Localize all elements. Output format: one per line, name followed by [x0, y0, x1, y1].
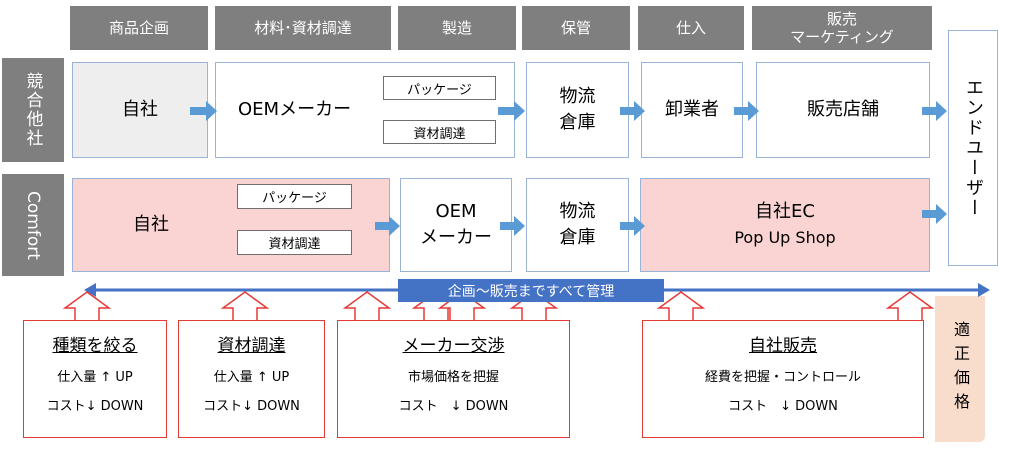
row-label-comfort: Comfort [2, 174, 64, 276]
fair-price-label: 適正価格 [951, 321, 970, 417]
comfort-oem-maker: OEM メーカー [400, 178, 512, 272]
benefit-line2: コスト ↓ DOWN [728, 399, 838, 414]
header-purchasing: 仕入 [638, 6, 744, 50]
benefit-line1: 仕入量 ↑ UP [57, 370, 133, 385]
competitor-oem-label: OEMメーカー [238, 99, 352, 120]
comfort-warehouse: 物流 倉庫 [526, 178, 629, 272]
benefit-line1: 市場価格を把握 [407, 370, 499, 385]
competitor-package: パッケージ [383, 76, 496, 100]
row-label-comfort-text: Comfort [23, 190, 43, 260]
benefit-box-materials: 資材調達 仕入量 ↑ UP コスト↓ DOWN [178, 320, 325, 438]
fair-price: 適正価格 [935, 296, 985, 442]
header-storage: 保管 [522, 6, 630, 50]
flow-arrows [190, 101, 947, 236]
benefit-title: メーカー交渉 [402, 336, 505, 356]
header-sales-marketing: 販売 マーケティング [752, 6, 932, 50]
header-manufacturing: 製造 [398, 6, 516, 50]
end-user-label: エンドユーザー [963, 78, 984, 218]
benefit-line2: コスト↓ DOWN [46, 399, 144, 414]
row-label-competitor: 競合他社 [2, 58, 64, 162]
benefit-box-maker-negotiation: メーカー交渉 市場価格を把握 コスト ↓ DOWN [337, 320, 570, 438]
benefit-line2: コスト↓ DOWN [203, 399, 300, 414]
manage-all-bar: 企画～販売まですべて管理 [398, 279, 664, 302]
row-label-competitor-text: 競合他社 [22, 72, 43, 148]
comfort-package: パッケージ [237, 184, 352, 209]
benefit-line2: コスト ↓ DOWN [398, 399, 509, 414]
benefit-line1: 仕入量 ↑ UP [213, 370, 290, 385]
competitor-retail-store: 販売店舗 [756, 62, 930, 158]
competitor-wholesaler: 卸業者 [641, 62, 743, 158]
comfort-ec-label: 自社EC [755, 201, 815, 222]
competitor-warehouse: 物流 倉庫 [526, 62, 629, 158]
comfort-popup-label: Pop Up Shop [734, 228, 836, 247]
benefit-title: 自社販売 [749, 336, 817, 356]
comfort-own-label: 自社 [133, 214, 169, 235]
benefit-box-own-sales: 自社販売 経費を把握・コントロール コスト ↓ DOWN [642, 320, 924, 438]
benefit-box-narrow-types: 種類を絞る 仕入量 ↑ UP コスト↓ DOWN [23, 320, 167, 438]
benefit-title: 種類を絞る [52, 336, 138, 356]
comfort-own-ec: 自社EC Pop Up Shop [640, 178, 930, 272]
competitor-materials: 資材調達 [383, 120, 496, 144]
benefit-title: 資材調達 [217, 336, 286, 356]
benefit-line1: 経費を把握・コントロール [704, 370, 861, 385]
competitor-own-company: 自社 [72, 62, 208, 158]
comfort-materials: 資材調達 [237, 230, 352, 255]
end-user: エンドユーザー [948, 30, 998, 266]
header-planning: 商品企画 [70, 6, 208, 50]
red-up-arrows [62, 291, 935, 323]
header-materials: 材料･資材調達 [215, 6, 391, 50]
